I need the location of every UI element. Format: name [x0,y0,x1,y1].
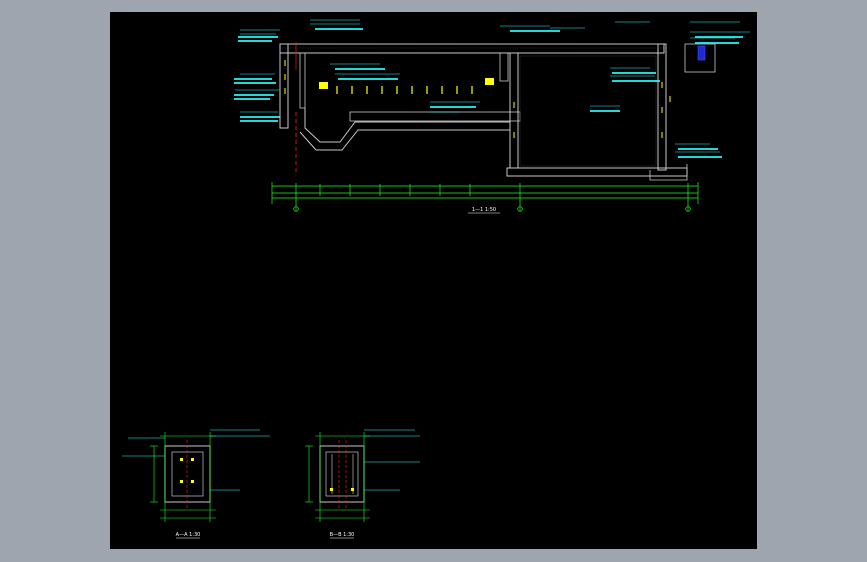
main-section: 1—1 1:50 [234,19,750,214]
cad-model-viewport[interactable]: 1—1 1:50 A—A 1:30 [110,12,757,549]
main-section-title: 1—1 1:50 [472,207,496,213]
detail-a: A—A 1:30 [122,429,270,539]
detail-b: B—B 1:30 [305,429,420,539]
left-wall [279,43,289,129]
top-slab [279,43,665,54]
cad-drawing[interactable]: 1—1 1:50 A—A 1:30 [110,12,757,549]
tank-right-wall [657,43,667,171]
detail-a-title: A—A 1:30 [176,532,201,538]
tank-floor [506,167,688,177]
detail-b-outer [319,445,365,503]
detail-b-title: B—B 1:30 [330,532,355,538]
middle-wall [509,52,519,169]
main-dimension-line [271,182,699,212]
hopper [299,108,511,151]
